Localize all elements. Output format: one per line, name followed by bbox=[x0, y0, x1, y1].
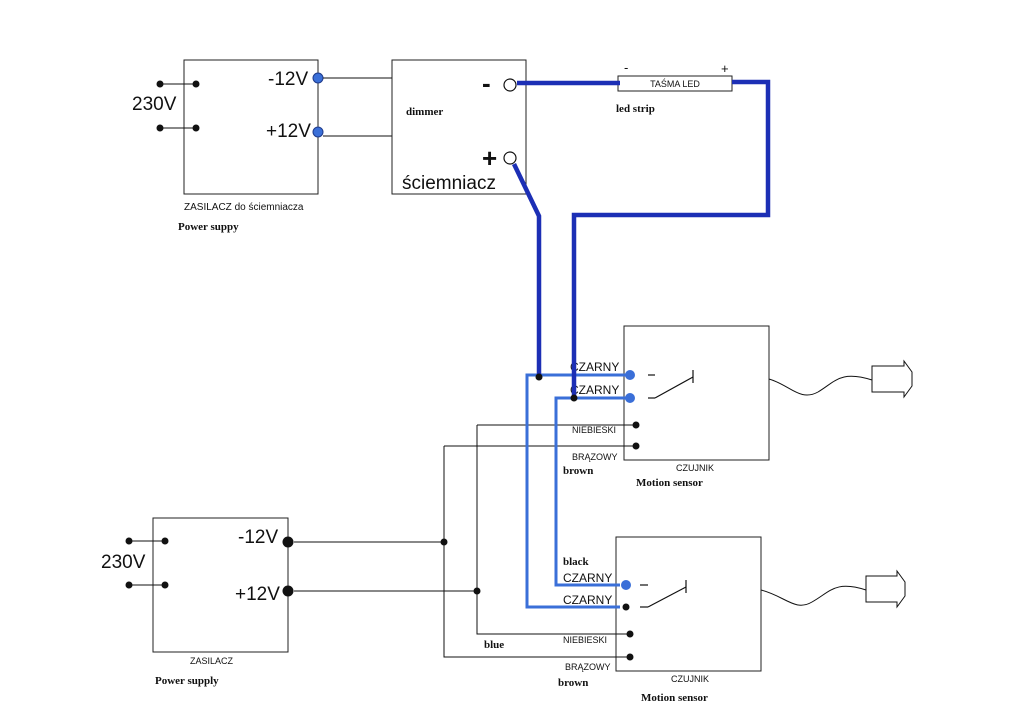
bottom-power-pos-terminal bbox=[282, 585, 294, 597]
sensor2-terminal-black1 bbox=[621, 580, 631, 590]
top-power-supply-box bbox=[183, 59, 319, 195]
sensor1-box bbox=[623, 325, 770, 461]
sensor1-cable bbox=[768, 375, 873, 396]
dimmer-label-pl: ściemniacz bbox=[402, 173, 496, 194]
led-strip: TAŚMA LED - + led strip bbox=[616, 60, 733, 115]
top-power-label-en: Power suppy bbox=[178, 221, 239, 233]
top-power-supply: 230V -12V +12V ZASILACZ do ściemniacza P… bbox=[132, 59, 324, 233]
sensor1-label-pl: CZUJNIK bbox=[676, 463, 714, 473]
top-power-label-pl: ZASILACZ do ściemniacza bbox=[184, 202, 304, 213]
sensor2-black2-label: CZARNY bbox=[563, 593, 612, 607]
bottom-power-neg-label: -12V bbox=[238, 527, 278, 548]
sensor2-head bbox=[865, 569, 906, 609]
sensor1-brown-label-en: brown bbox=[563, 465, 593, 477]
bottom-power-supply: 230V -12V +12V ZASILACZ Power supply bbox=[101, 517, 294, 687]
led-minus-sign: - bbox=[624, 60, 628, 75]
dimmer-label-en: dimmer bbox=[406, 106, 443, 118]
led-strip-label-pl: TAŚMA LED bbox=[650, 78, 700, 89]
sensor1-black2-label: CZARNY bbox=[570, 383, 619, 397]
bottom-power-neg-terminal bbox=[282, 536, 294, 548]
dimmer: dimmer ściemniacz - + bbox=[391, 59, 527, 195]
sensor2-terminal-black2 bbox=[622, 603, 630, 611]
sensor1-black1-label: CZARNY bbox=[570, 360, 619, 374]
led-plus-sign: + bbox=[721, 61, 729, 76]
sensor2-cable bbox=[760, 585, 867, 606]
navy-wiring bbox=[511, 79, 771, 402]
bottom-power-pos-label: +12V bbox=[235, 584, 280, 605]
dimmer-plus-sign: + bbox=[482, 143, 497, 173]
top-power-neg-label: -12V bbox=[268, 69, 308, 90]
sensor2-box bbox=[615, 536, 762, 672]
sensor1-blue-label: NIEBIESKI bbox=[572, 425, 616, 435]
top-power-pos-label: +12V bbox=[266, 121, 311, 142]
sensor2-blue-label: NIEBIESKI bbox=[563, 635, 607, 645]
sensor1-label-en: Motion sensor bbox=[636, 477, 703, 489]
dimmer-box bbox=[391, 59, 527, 195]
blue-wiring bbox=[525, 373, 630, 609]
sensor2-black1-label: CZARNY bbox=[563, 571, 612, 585]
bottom-power-supply-box bbox=[152, 517, 289, 653]
top-power-pos-terminal bbox=[312, 126, 324, 138]
black-wiring bbox=[294, 424, 636, 658]
sensor2-brown-label-en: brown bbox=[558, 677, 588, 689]
top-power-voltage-in: 230V bbox=[132, 94, 177, 115]
sensor2-brown-label-pl: BRĄZOWY bbox=[565, 662, 611, 672]
dimmer-minus-sign: - bbox=[482, 68, 491, 98]
sensor2-blue-label-en: blue bbox=[484, 639, 504, 651]
led-strip-label-en: led strip bbox=[616, 103, 655, 115]
dimmer-minus-terminal bbox=[503, 78, 517, 92]
bottom-power-voltage-in: 230V bbox=[101, 552, 146, 573]
sensor2-label-pl: CZUJNIK bbox=[671, 674, 709, 684]
sensor2-black-label-en: black bbox=[563, 556, 590, 568]
sensor2-label-en: Motion sensor bbox=[641, 692, 708, 704]
top-power-neg-terminal bbox=[312, 72, 324, 84]
sensor1-head bbox=[871, 359, 913, 399]
dimmer-plus-terminal bbox=[503, 151, 517, 165]
motion-sensor-2: black CZARNY CZARNY NIEBIESKI blue BRĄZO… bbox=[484, 536, 906, 704]
sensor1-brown-label-pl: BRĄZOWY bbox=[572, 452, 618, 462]
bottom-power-label-en: Power supply bbox=[155, 675, 219, 687]
bottom-power-label-pl: ZASILACZ bbox=[190, 656, 234, 666]
motion-sensor-1: CZARNY CZARNY NIEBIESKI BRĄZOWY brown CZ… bbox=[563, 325, 913, 489]
